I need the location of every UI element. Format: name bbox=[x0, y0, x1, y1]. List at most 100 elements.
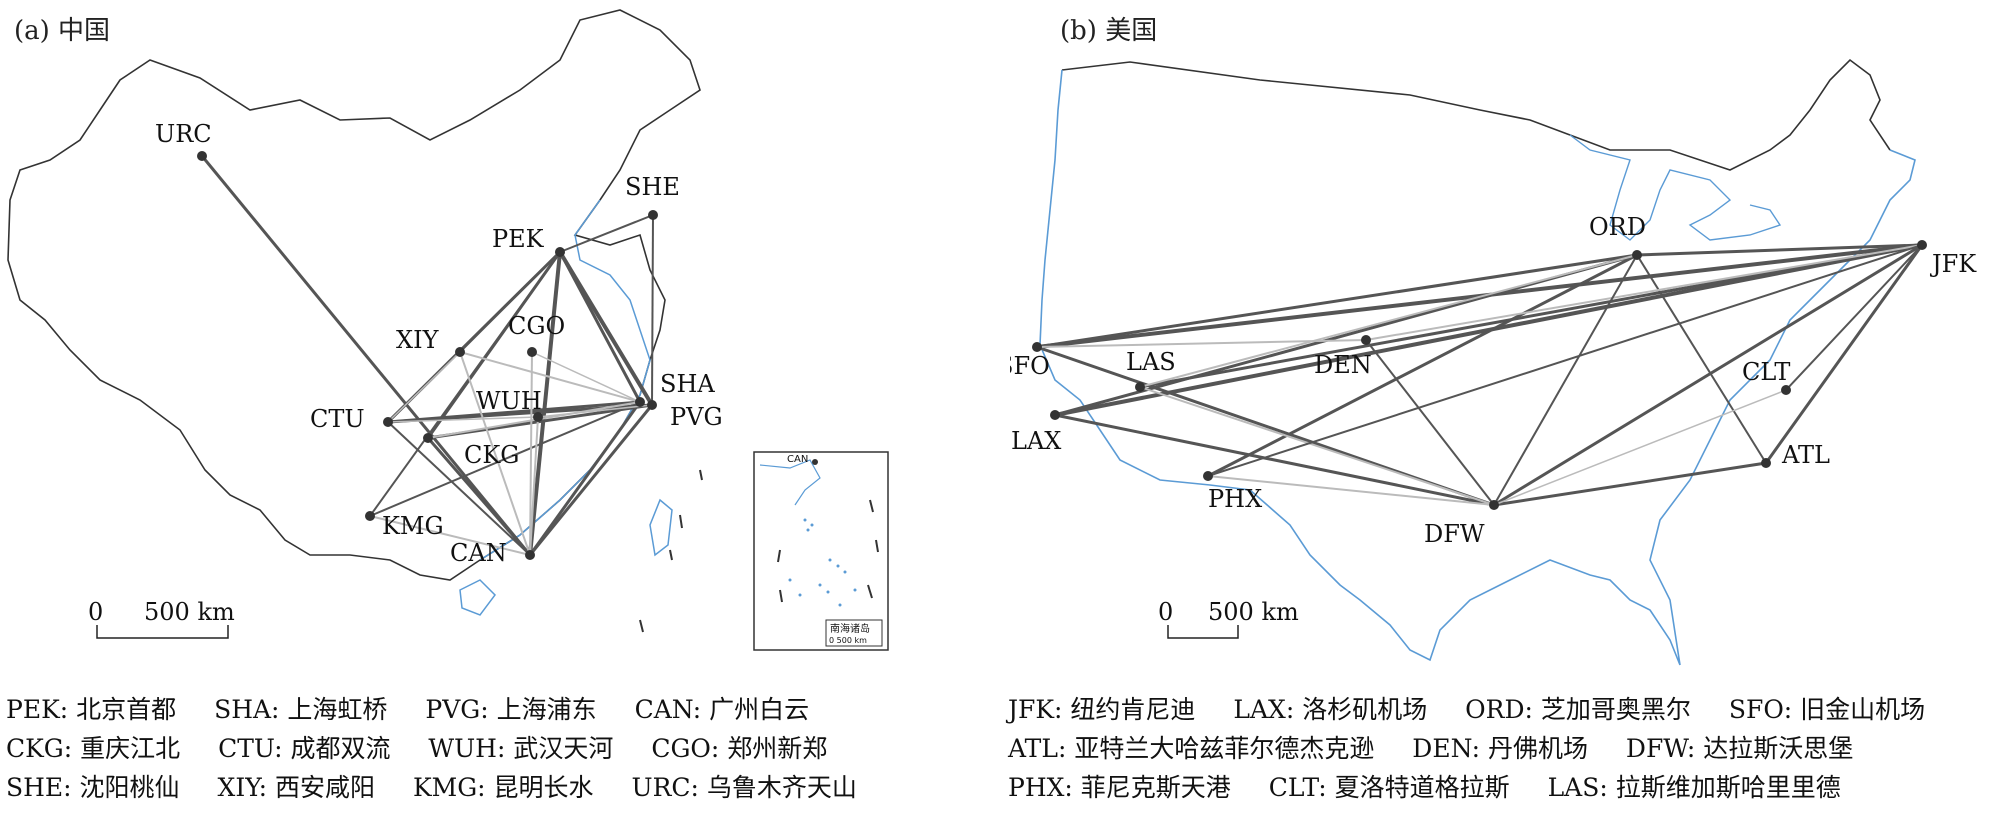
airport-marker-pvg bbox=[647, 400, 657, 410]
route-xiy-can bbox=[459, 351, 531, 556]
legend-china-row: CKG: 重庆江北 CTU: 成都双流 WUH: 武汉天河 CGO: 郑州新郑 bbox=[6, 729, 887, 768]
scale-zero-b: 0 bbox=[1158, 598, 1173, 626]
route-xiy-sha bbox=[459, 351, 641, 403]
inset-can-label: CAN bbox=[787, 454, 808, 465]
airport-marker-atl bbox=[1761, 458, 1771, 468]
legend-china-row: SHE: 沈阳桃仙 XIY: 西安咸阳 KMG: 昆明长水 URC: 乌鲁木齐天… bbox=[6, 768, 887, 807]
legend-item: SFO: 旧金山机场 bbox=[1728, 695, 1926, 724]
route-pek-sha bbox=[558, 251, 642, 403]
airport-label-ord: ORD bbox=[1589, 213, 1646, 241]
route-ord-jfk bbox=[1636, 243, 1923, 257]
airport-label-ckg: CKG bbox=[464, 441, 519, 469]
legend-china-row: PEK: 北京首都 SHA: 上海虹桥 PVG: 上海浦东 CAN: 广州白云 bbox=[6, 690, 887, 729]
scale-zero: 0 bbox=[88, 598, 103, 626]
route-las-dfw bbox=[1139, 386, 1495, 506]
airport-marker-sfo bbox=[1032, 342, 1042, 352]
legend-item: WUH: 武汉天河 bbox=[428, 734, 614, 763]
route-dfw-ord bbox=[1493, 254, 1638, 506]
route-las-jfk bbox=[1139, 243, 1923, 389]
legend-item: LAX: 洛杉矶机场 bbox=[1233, 695, 1428, 724]
china-routes bbox=[200, 155, 654, 556]
legend-item: DFW: 达拉斯沃思堡 bbox=[1625, 734, 1854, 763]
airport-marker-ord bbox=[1632, 250, 1642, 260]
china-scale-bar: 0 500 km bbox=[88, 598, 235, 639]
usa-north-border bbox=[1061, 58, 1891, 171]
airport-label-kmg: KMG bbox=[382, 512, 444, 540]
south-china-sea-inset: CAN 南海诸岛 0 500 km bbox=[753, 451, 889, 651]
route-pek-she bbox=[559, 214, 654, 253]
inset-scale: 0 500 km bbox=[829, 636, 867, 645]
usa-routes bbox=[1036, 243, 1924, 507]
airport-marker-pek bbox=[555, 247, 565, 257]
airport-marker-lax bbox=[1050, 410, 1060, 420]
usa-coastline bbox=[1039, 69, 1916, 666]
usa-map-svg: ORDJFKSFOLASDENLAXCLTATLPHXDFW 0 500 km bbox=[1010, 58, 1977, 666]
legend-china: PEK: 北京首都 SHA: 上海虹桥 PVG: 上海浦东 CAN: 广州白云 … bbox=[6, 690, 887, 807]
airport-label-she: SHE bbox=[625, 173, 680, 201]
airport-label-jfk: JFK bbox=[1929, 250, 1977, 278]
route-dfw-atl bbox=[1493, 461, 1767, 507]
airport-label-pek: PEK bbox=[492, 225, 545, 253]
usa-airports: ORDJFKSFOLASDENLAXCLTATLPHXDFW bbox=[1010, 213, 1977, 548]
china-outline bbox=[7, 9, 701, 581]
route-clt-dfw bbox=[1493, 389, 1787, 506]
china-coastline bbox=[479, 199, 651, 561]
panel-b-title: (b) 美国 bbox=[1060, 16, 1158, 46]
route-dfw-jfk bbox=[1493, 243, 1923, 507]
route-ctu-xiy bbox=[387, 351, 461, 423]
legend-item: LAS: 拉斯维加斯哈里里德 bbox=[1547, 773, 1841, 802]
route-wuh-pvg bbox=[537, 404, 653, 418]
legend-item: ATL: 亚特兰大哈兹菲尔德杰克逊 bbox=[1008, 734, 1375, 763]
legend-item: XIY: 西安咸阳 bbox=[217, 773, 375, 802]
scale-label: 500 km bbox=[144, 598, 235, 626]
airport-marker-den bbox=[1361, 335, 1371, 345]
airport-label-sha: SHA bbox=[660, 370, 715, 398]
route-pek-pvg bbox=[558, 250, 654, 407]
legend-item: PVG: 上海浦东 bbox=[425, 695, 597, 724]
airport-label-atl: ATL bbox=[1781, 441, 1830, 469]
route-ctu-wuh bbox=[387, 416, 539, 423]
legend-usa-row: JFK: 纽约肯尼迪 LAX: 洛杉矶机场 ORD: 芝加哥奥黑尔 SFO: 旧… bbox=[1008, 690, 1955, 729]
route-den-jfk bbox=[1365, 244, 1923, 341]
legend-item: CAN: 广州白云 bbox=[634, 695, 810, 724]
inset-title: 南海诸岛 bbox=[830, 622, 870, 635]
legend-usa-row: ATL: 亚特兰大哈兹菲尔德杰克逊 DEN: 丹佛机场 DFW: 达拉斯沃思堡 bbox=[1008, 729, 1955, 768]
airport-label-sfo: SFO bbox=[1010, 352, 1050, 380]
legend-item: URC: 乌鲁木齐天山 bbox=[631, 773, 857, 802]
airport-marker-dfw bbox=[1489, 500, 1499, 510]
airport-label-xiy: XIY bbox=[396, 326, 440, 354]
airport-marker-kmg bbox=[365, 511, 375, 521]
route-kmg-can bbox=[369, 515, 531, 556]
legend-item: KMG: 昆明长水 bbox=[412, 773, 594, 802]
airport-marker-xiy bbox=[455, 347, 465, 357]
airport-marker-clt bbox=[1781, 385, 1791, 395]
airport-label-dfw: DFW bbox=[1424, 520, 1485, 548]
legend-item: CTU: 成都双流 bbox=[218, 734, 391, 763]
route-cgo-sha bbox=[531, 351, 641, 403]
great-lakes bbox=[1569, 134, 1782, 241]
airport-marker-las bbox=[1135, 382, 1145, 392]
legend-usa-row: PHX: 菲尼克斯天港 CLT: 夏洛特道格拉斯 LAS: 拉斯维加斯哈里里德 bbox=[1008, 768, 1955, 807]
airport-label-cgo: CGO bbox=[508, 312, 565, 340]
route-phx-ord bbox=[1207, 253, 1638, 478]
legend-item: CGO: 郑州新郑 bbox=[651, 734, 828, 763]
legend-item: ORD: 芝加哥奥黑尔 bbox=[1465, 695, 1691, 724]
route-sfo-ord bbox=[1036, 253, 1638, 349]
taiwan-island bbox=[649, 498, 673, 557]
route-can-ckg bbox=[426, 437, 532, 556]
route-lax-dfw bbox=[1054, 413, 1495, 507]
route-can-ctu bbox=[387, 421, 531, 556]
legend-item: DEN: 丹佛机场 bbox=[1412, 734, 1588, 763]
airport-marker-can bbox=[525, 550, 535, 560]
airport-marker-wuh bbox=[533, 412, 543, 422]
route-urc-can bbox=[200, 155, 532, 556]
legend-item: PEK: 北京首都 bbox=[6, 695, 177, 724]
route-las-ord bbox=[1139, 254, 1638, 388]
route-she-pvg bbox=[651, 214, 654, 406]
airport-marker-phx bbox=[1203, 471, 1213, 481]
airport-label-wuh: WUH bbox=[476, 387, 542, 415]
legend-usa: JFK: 纽约肯尼迪 LAX: 洛杉矶机场 ORD: 芝加哥奥黑尔 SFO: 旧… bbox=[1008, 690, 1955, 807]
